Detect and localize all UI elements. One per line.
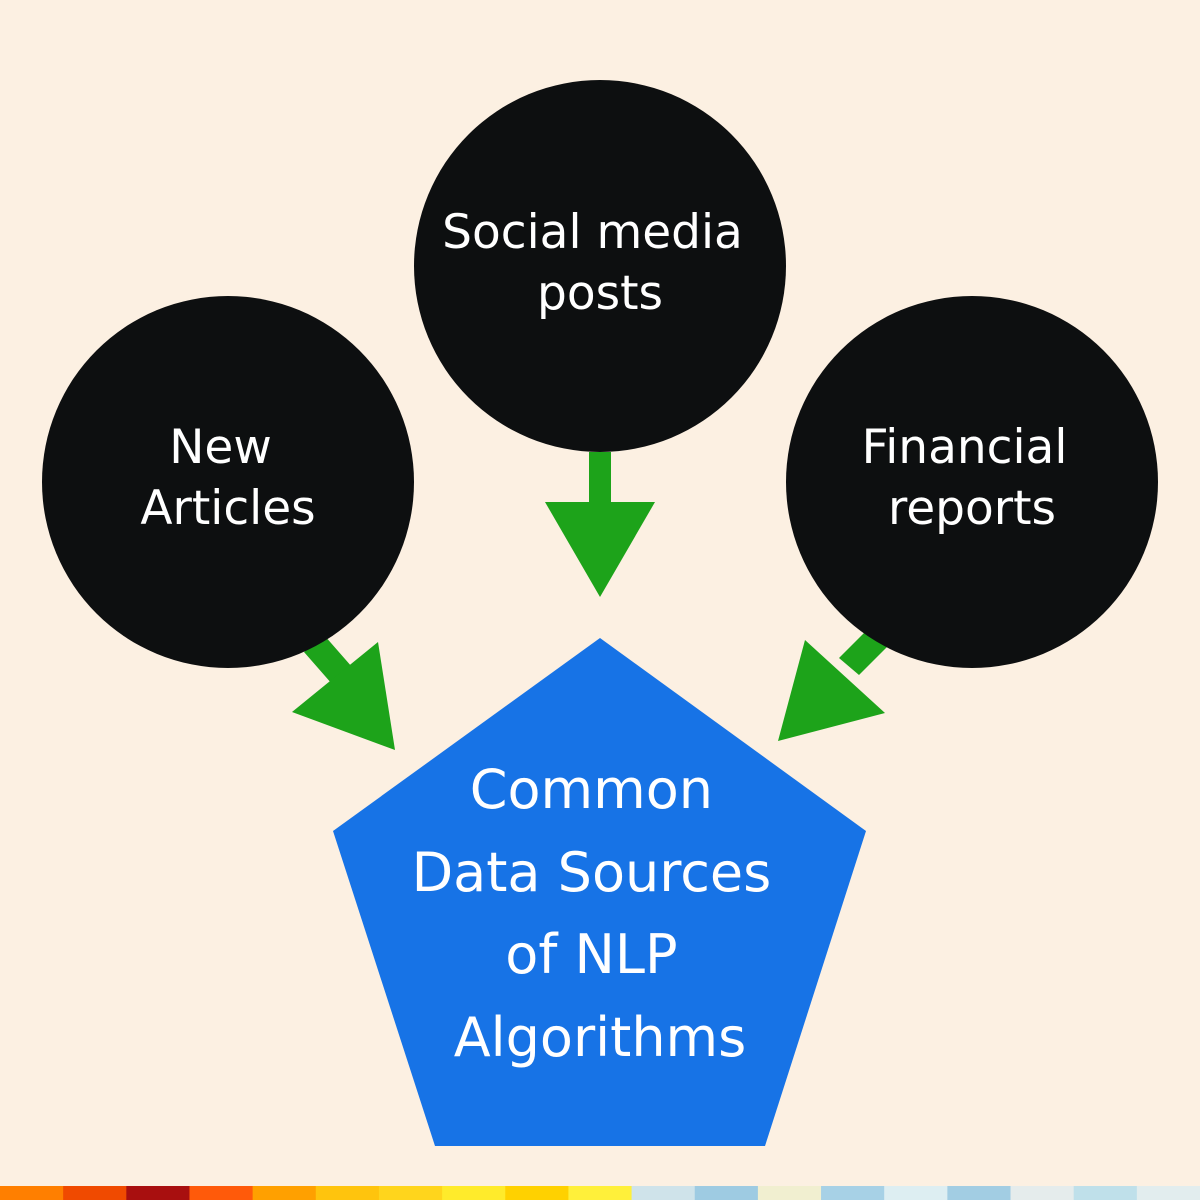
center-node: Common Data Sources of NLP Algorithms [333, 638, 866, 1146]
label-line: New [169, 420, 272, 475]
footer-strip-segment [631, 1186, 696, 1200]
footer-strip-segment [0, 1186, 64, 1200]
label-line: posts [537, 266, 663, 321]
footer-strip-segment [1073, 1186, 1138, 1200]
label-line: Articles [140, 481, 315, 536]
footer-strip-segment [442, 1186, 506, 1200]
footer-strip-segment [821, 1186, 885, 1200]
footer-strip-segment [1010, 1186, 1075, 1200]
arrow-head [545, 502, 655, 597]
arrow-head [292, 642, 395, 750]
source-node-new-articles: New Articles [42, 296, 414, 668]
label-line: of NLP [505, 923, 677, 986]
label-line: reports [888, 481, 1056, 536]
footer-strip-segment [884, 1186, 948, 1200]
arrow-shaft [589, 452, 611, 506]
center-label: Common Data Sources of NLP Algorithms [412, 758, 789, 1069]
footer-strip-segment [757, 1186, 822, 1200]
footer-strip-segment [252, 1186, 317, 1200]
footer-strip-segment [1136, 1186, 1200, 1200]
footer-strip-segment [126, 1186, 191, 1200]
node-label: New Articles [140, 420, 315, 536]
circle [786, 296, 1158, 668]
footer-strip-segment [694, 1186, 759, 1200]
footer-strip-segment [947, 1186, 1012, 1200]
node-label: Financial reports [862, 420, 1083, 536]
node-label: Social media posts [442, 205, 758, 321]
arrow-social-to-center [545, 452, 655, 597]
label-line: Social media [442, 205, 743, 260]
footer-strip-segment [63, 1186, 127, 1200]
label-line: Algorithms [454, 1006, 747, 1069]
circle [42, 296, 414, 668]
arrow-shaft [304, 635, 352, 684]
circle [414, 80, 786, 452]
pentagon-shape [333, 638, 866, 1146]
footer-strip-segment [568, 1186, 633, 1200]
label-line: Common [470, 758, 713, 821]
source-node-financial-reports: Financial reports [786, 296, 1158, 668]
source-node-social-media-posts: Social media posts [414, 80, 786, 452]
footer-strip-segment [378, 1186, 443, 1200]
label-line: Financial [862, 420, 1068, 475]
label-line: Data Sources [412, 841, 772, 904]
footer-strip-segment [315, 1186, 380, 1200]
footer-strip-segment [505, 1186, 570, 1200]
arrow-articles-to-center [292, 635, 395, 750]
footer-strip-segment [189, 1186, 254, 1200]
arrow-head [778, 640, 885, 741]
footer-color-strip [0, 1186, 1200, 1200]
